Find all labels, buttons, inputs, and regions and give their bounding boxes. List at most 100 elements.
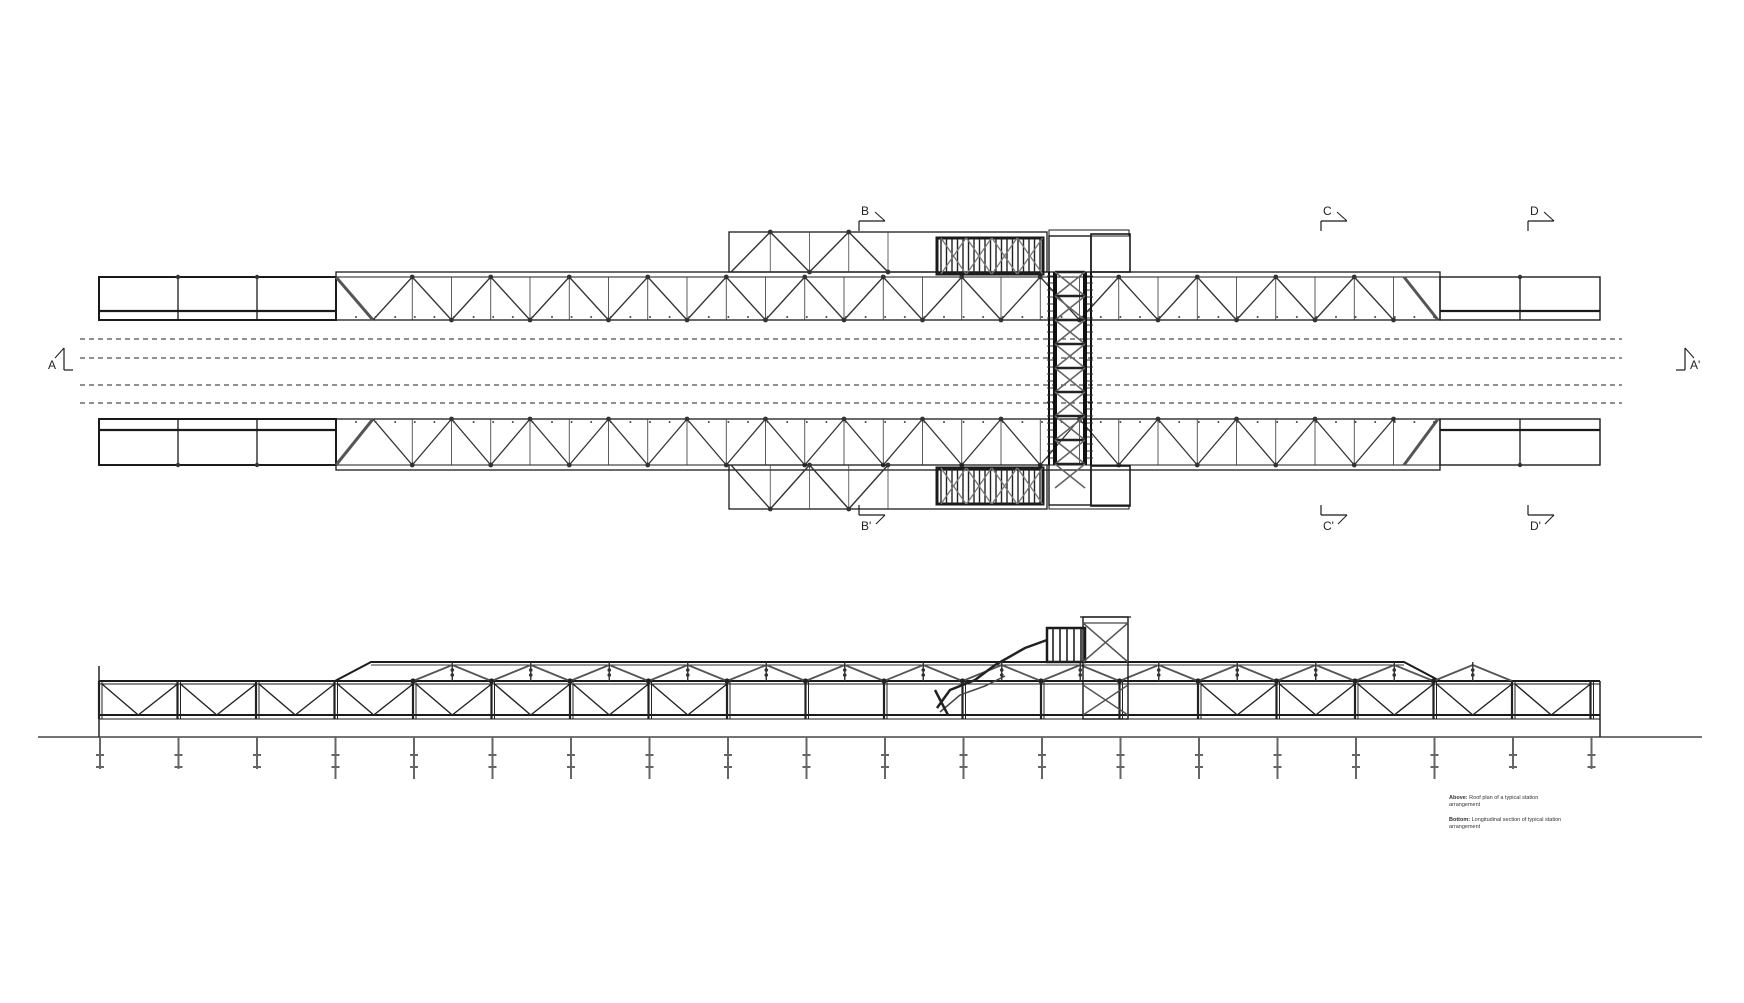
node	[845, 316, 847, 318]
node	[1116, 678, 1123, 684]
line	[608, 664, 649, 682]
node	[1315, 421, 1318, 423]
truss-diagonal	[1157, 418, 1198, 466]
line	[373, 683, 414, 716]
node	[766, 316, 769, 318]
section-marker-c-prime: C'	[1320, 505, 1348, 533]
node	[609, 316, 612, 318]
node	[254, 462, 260, 468]
truss-diagonal	[725, 418, 766, 466]
line	[294, 683, 335, 716]
caption-bottom-text: Longitudinal section of typical station …	[1449, 817, 1562, 830]
node	[1276, 316, 1279, 318]
node	[607, 668, 612, 672]
node	[1099, 316, 1102, 318]
longitudinal-section	[38, 616, 1702, 779]
node	[649, 316, 651, 318]
node	[668, 421, 671, 423]
node	[1335, 421, 1337, 423]
node	[607, 673, 612, 677]
node	[531, 421, 534, 423]
node	[567, 678, 573, 684]
end-span-left	[98, 418, 337, 466]
node	[864, 421, 867, 423]
line	[933, 689, 950, 716]
line	[1315, 664, 1356, 682]
node	[982, 316, 985, 318]
node	[488, 678, 495, 684]
line	[648, 664, 689, 682]
line	[883, 664, 924, 682]
caption: Above: Roof plan of a typical station ar…	[1449, 795, 1569, 839]
truss-diagonal	[1314, 276, 1355, 321]
caption-above-text: Roof plan of a typical station arrangeme…	[1449, 795, 1539, 808]
node	[1178, 421, 1181, 423]
node	[453, 421, 455, 423]
node	[747, 316, 749, 318]
node	[355, 421, 357, 423]
node	[1156, 668, 1161, 672]
line	[530, 683, 571, 716]
node	[885, 462, 891, 468]
node	[551, 316, 553, 318]
node	[842, 668, 847, 672]
node	[1217, 421, 1220, 423]
node	[629, 421, 632, 423]
line	[1336, 211, 1348, 222]
node	[921, 673, 926, 677]
node	[1001, 421, 1004, 423]
line	[1016, 237, 1044, 275]
truss-diagonal	[843, 276, 884, 321]
node	[1041, 316, 1043, 318]
section-marker-a-prime: A'	[1676, 347, 1700, 372]
truss-diagonal	[765, 418, 806, 466]
roof-plan	[80, 229, 1622, 512]
node	[413, 316, 416, 318]
line	[1315, 683, 1356, 716]
line	[1393, 664, 1434, 682]
node	[1413, 421, 1416, 423]
platform-canopy-strip	[98, 416, 1601, 471]
node	[175, 462, 181, 468]
truss-diagonal	[1000, 276, 1041, 321]
truss-diagonal	[922, 276, 963, 321]
node	[1139, 316, 1141, 318]
marker-label: D	[1530, 204, 1539, 218]
line	[1079, 664, 1120, 682]
section-marker-a: A	[48, 347, 73, 372]
footbridge-section	[1045, 626, 1087, 664]
truss-diagonal	[804, 418, 845, 466]
node	[433, 421, 436, 423]
section-marker-d-prime: D'	[1527, 505, 1555, 533]
node	[1393, 316, 1396, 318]
node	[668, 316, 671, 318]
truss-diagonal	[804, 276, 845, 321]
node	[1517, 462, 1523, 468]
line	[730, 464, 771, 510]
node	[450, 668, 455, 672]
node	[355, 316, 357, 318]
truss-diagonal	[372, 418, 413, 466]
node	[1237, 421, 1239, 423]
line	[1040, 664, 1081, 682]
node	[1038, 678, 1044, 684]
truss-diagonal	[961, 418, 1002, 466]
line	[940, 467, 967, 505]
node	[802, 678, 809, 684]
line	[1337, 514, 1348, 525]
node	[724, 678, 730, 684]
line	[1054, 463, 1086, 489]
node	[982, 421, 985, 423]
truss-diagonal	[490, 276, 531, 321]
stair-ramp	[935, 638, 1048, 709]
node	[1354, 421, 1357, 423]
raised-roof	[334, 661, 1441, 682]
line	[412, 664, 453, 682]
truss-diagonal	[922, 418, 963, 466]
node	[531, 316, 534, 318]
node	[825, 316, 828, 318]
truss-diagonal	[451, 418, 492, 466]
node	[707, 316, 710, 318]
node	[1041, 421, 1043, 423]
truss-diagonal	[1275, 418, 1316, 466]
